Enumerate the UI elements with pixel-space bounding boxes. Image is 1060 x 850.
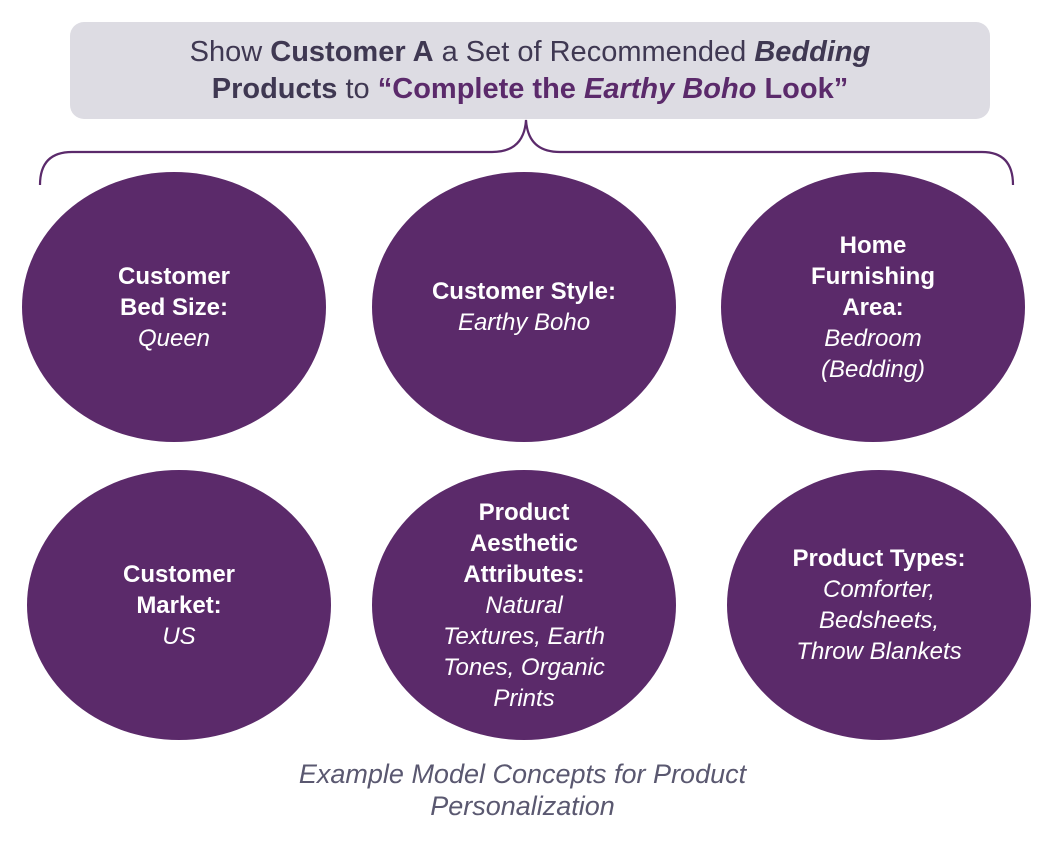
concept-label: Home Furnishing Area: — [811, 231, 935, 321]
figure-caption: Example Model Concepts for Product Perso… — [298, 759, 747, 821]
header-quote: “Complete the Earthy Boho Look” — [377, 72, 849, 105]
header-customer: Customer A — [270, 35, 434, 68]
header-quote-style: Earthy Boho — [584, 72, 757, 105]
concept-label: Product Types: — [792, 545, 966, 572]
header-products: Products — [211, 72, 338, 105]
header-line-2: Products to “Complete the Earthy Boho Lo… — [212, 71, 849, 108]
concept-bed-size: Customer Bed Size: Queen — [22, 172, 326, 442]
concept-value: US — [162, 622, 196, 650]
grouping-brace — [38, 119, 1015, 186]
concept-product-types: Product Types: Comforter, Bedsheets, Thr… — [727, 470, 1031, 740]
concept-value: Bedroom (Bedding) — [820, 324, 926, 383]
concept-value: Earthy Boho — [457, 309, 591, 336]
concept-label: Customer Style: — [431, 278, 617, 305]
concept-value: Natural Textures, Earth Tones, Organic P… — [443, 591, 605, 712]
header-text: Show — [189, 35, 271, 68]
concept-customer-market: Customer Market: US — [27, 470, 331, 740]
concept-aesthetic-attributes: Product Aesthetic Attributes: Natural Te… — [372, 470, 676, 740]
concept-label: Customer Bed Size: — [117, 262, 231, 321]
header-line-1: Show Customer A a Set of Recommended Bed… — [190, 34, 871, 71]
brace-path — [38, 119, 1015, 186]
concept-home-furnishing-area: Home Furnishing Area: Bedroom (Bedding) — [721, 172, 1025, 442]
header-text: a Set of Recommended — [433, 35, 755, 68]
header-banner: Show Customer A a Set of Recommended Bed… — [70, 22, 990, 119]
concept-label: Product Aesthetic Attributes: — [463, 498, 585, 588]
concept-value: Comforter, Bedsheets, Throw Blankets — [796, 576, 962, 665]
concept-label: Customer Market: — [122, 560, 236, 619]
concept-value: Queen — [137, 324, 211, 352]
header-bedding: Bedding — [754, 35, 871, 68]
header-text: to — [337, 72, 378, 105]
concept-customer-style: Customer Style: Earthy Boho — [372, 172, 676, 442]
